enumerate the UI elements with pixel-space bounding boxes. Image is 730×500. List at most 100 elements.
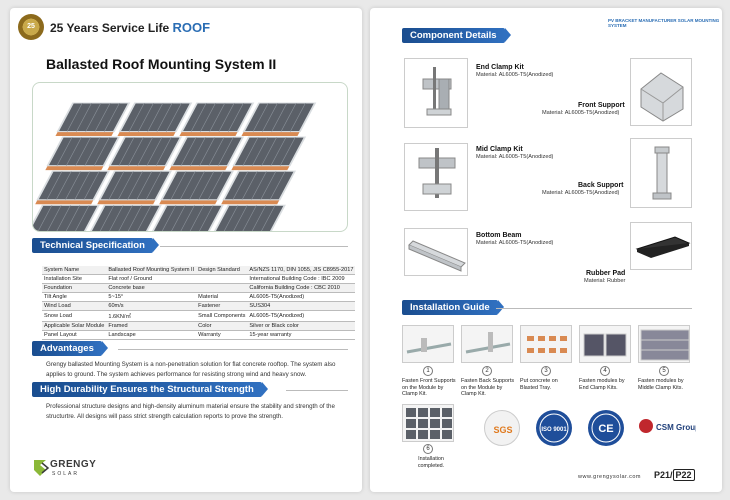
component-name: Bottom Beam [476, 232, 522, 239]
component-material: Material: AL6005-T5(Anodized) [476, 240, 554, 246]
divider [118, 349, 348, 350]
component-name: End Clamp Kit [476, 64, 524, 71]
svg-text:SGS: SGS [493, 425, 512, 435]
back-support-photo [630, 138, 692, 208]
step-5-image [638, 325, 690, 363]
step-4-image [579, 325, 631, 363]
spec-cell: AS/NZS 1170, DIN 1055, JIS C8955-2017 [247, 266, 356, 275]
step-text: Fasten Front Supports on the Module by C… [402, 378, 456, 397]
tech-spec-heading: Technical Specification [32, 238, 159, 253]
component-name: Rubber Pad [586, 270, 626, 277]
spec-cell: Panel Layout [42, 330, 107, 340]
step-2-image [461, 325, 513, 363]
logo-text: GRENGY [50, 459, 97, 470]
page-number: P21/P22 [654, 469, 695, 481]
step-number: 4 [600, 366, 610, 376]
25-years-badge: 25 [18, 14, 44, 40]
csm-group-logo: CSM Group [638, 414, 700, 442]
step-number: 3 [541, 366, 551, 376]
divider [160, 246, 348, 247]
spec-cell: Installation Site [42, 274, 107, 284]
spec-cell [196, 274, 248, 284]
spec-cell: AL6005-T5(Anodized) [247, 310, 356, 322]
iso-9001-logo: ISO 9001 [536, 410, 572, 446]
component-name: Front Support [578, 102, 625, 109]
spec-cell: Color [196, 321, 248, 331]
step-6-image [402, 404, 454, 442]
back-support-icon [652, 146, 672, 200]
svg-text:CE: CE [598, 423, 613, 435]
footer-url: www.grengysolar.com [578, 474, 641, 480]
divider [286, 390, 348, 391]
spec-cell: SUS304 [247, 301, 356, 311]
spec-cell: Applicable Solar Module [42, 321, 107, 331]
step-text: Fasten modules by End Clamp Kits. [579, 378, 625, 391]
durability-text: Professional structure designs and high-… [46, 403, 335, 420]
mid-clamp-icon [418, 148, 456, 198]
spec-cell: Foundation [42, 283, 107, 293]
product-image [32, 82, 348, 232]
component-material: Material: AL6005-T5(Anodized) [542, 110, 620, 116]
step-text: Put concrete on Blasted Tray. [520, 378, 558, 391]
roof-label: ROOF [172, 20, 211, 35]
spec-cell: Design Standard [196, 266, 248, 275]
rubber-pad-photo [630, 222, 692, 270]
page-tagline: PV BRACKET MANUFACTURER SOLAR MOUNTING S… [608, 18, 720, 28]
spec-cell: 1.6KN/㎡ [106, 310, 197, 322]
component-material: Material: AL6005-T5(Anodized) [476, 72, 554, 78]
component-name: Back Support [578, 182, 624, 189]
service-life-heading: 25 Years Service Life ROOF [50, 20, 210, 35]
spec-cell: Small Components [196, 310, 248, 322]
spec-cell: Flat roof / Ground [106, 274, 197, 284]
page-title: Ballasted Roof Mounting System II [46, 56, 277, 72]
mid-clamp-photo [404, 143, 468, 211]
spec-cell: Framed [106, 321, 197, 331]
logo-subtext: SOLAR [52, 471, 79, 477]
spec-cell: Concrete base [106, 283, 197, 293]
service-life-text: 25 Years Service Life [50, 21, 170, 35]
spec-cell: California Building Code : CBC 2010 [247, 283, 356, 293]
rubber-pad-icon [635, 236, 691, 258]
spec-cell: Ballasted Roof Mounting System II [106, 266, 197, 275]
ce-logo: CE [588, 410, 624, 446]
spec-cell: 5~15° [106, 292, 197, 302]
divider [496, 308, 692, 309]
spec-cell: Warranty [196, 330, 248, 340]
step-3-image [520, 325, 572, 363]
end-clamp-icon [422, 67, 452, 116]
solar-array-illustration [33, 102, 317, 231]
sgs-logo: SGS [484, 410, 520, 446]
page-number-a: P21/ [654, 470, 673, 480]
bottom-beam-icon [408, 240, 466, 272]
spec-cell: Silver or Black color [247, 321, 356, 331]
spec-cell: International Building Code : IBC 2009 [247, 274, 356, 284]
end-clamp-photo [404, 58, 468, 128]
step-number: 1 [423, 366, 433, 376]
step-number: 2 [482, 366, 492, 376]
svg-text:CSM Group: CSM Group [656, 423, 696, 432]
step-number: 6 [423, 444, 433, 454]
spec-cell: Wind Load [42, 301, 107, 311]
component-material: Material: AL6005-T5(Anodized) [476, 154, 554, 160]
bottom-beam-photo [404, 228, 468, 276]
spec-cell: 15-year warranty [247, 330, 356, 340]
component-material: Material: AL6005-T5(Anodized) [542, 190, 620, 196]
spec-cell [196, 283, 248, 293]
spec-cell: AL6005-T5(Anodized) [247, 292, 356, 302]
advantages-heading: Advantages [32, 341, 108, 356]
step-text: Installation completed. [417, 456, 445, 469]
spec-cell: Fastener [196, 301, 248, 311]
component-material: Material: Rubber [584, 278, 626, 284]
spec-cell: Snow Load [42, 310, 107, 322]
step-text: Fasten modules by Middle Clamp Kits. [638, 378, 684, 391]
right-page: PV BRACKET MANUFACTURER SOLAR MOUNTING S… [370, 8, 722, 492]
spec-cell: Material [196, 292, 248, 302]
